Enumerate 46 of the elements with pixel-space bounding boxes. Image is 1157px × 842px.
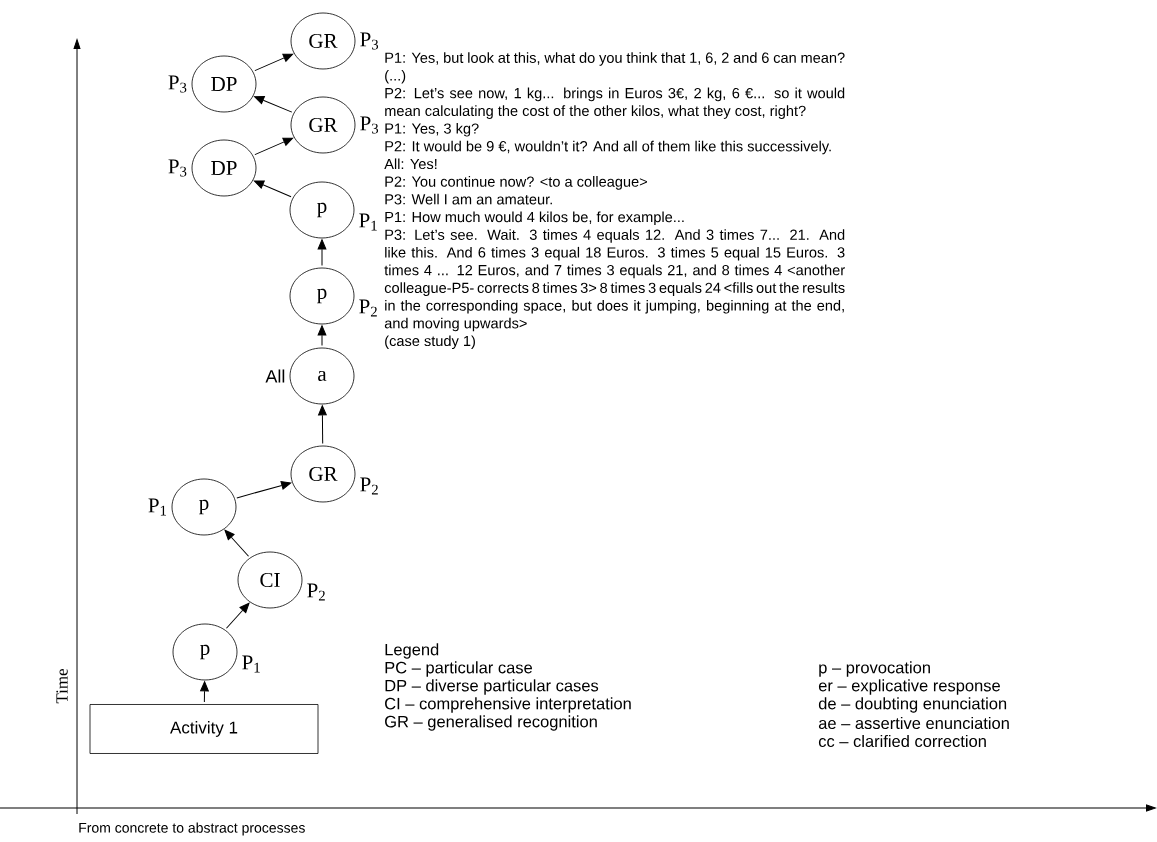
dialogue-line: P2: It would be 9 €, wouldn’t it? And all of them like this successively. xyxy=(385,140,831,155)
legend-heading: Legend xyxy=(385,643,439,659)
participant-label: P$_{3}$ xyxy=(360,116,379,134)
legend-entry: ae – assertive enunciation xyxy=(818,716,1009,730)
dialogue-line: P1: Yes, 3 kg? xyxy=(385,123,479,137)
axis-label: From concrete to abstract processes xyxy=(79,822,305,836)
participant-label: P$_{3}$ xyxy=(360,32,379,50)
participant-label: P$_{3}$ xyxy=(168,159,187,177)
arrow xyxy=(224,529,250,557)
arrow xyxy=(236,481,292,499)
legend-entry: DP – diverse particular cases xyxy=(385,679,599,695)
arrow xyxy=(200,681,209,703)
arrow xyxy=(254,53,294,72)
legend-entry: PC – particular case xyxy=(385,661,532,677)
arrow xyxy=(254,137,294,156)
legend-entry: GR – generalised recognition xyxy=(385,715,597,731)
participant-label: All xyxy=(265,369,285,383)
participant-label: P$_{3}$ xyxy=(168,75,187,93)
participant-label: P$_{1}$ xyxy=(359,213,377,231)
dialogue-line: P3: Well I am an amateur. xyxy=(385,193,552,205)
dialogue-line: P2: Let’s see now, 1 kg... brings in Euros 3€, 2 kg, 6 €... so it would mean calculating the cost of the other kilos, what they cost, right? xyxy=(385,87,845,119)
participant-label: P$_{1}$ xyxy=(148,498,166,516)
arrow xyxy=(317,239,327,267)
arrow xyxy=(317,325,327,347)
participant-label: P$_{2}$ xyxy=(360,477,378,495)
arrow xyxy=(253,180,292,198)
legend-entry: de – doubting enunciation xyxy=(818,697,1007,713)
dialogue-line: (case study 1) xyxy=(385,335,475,349)
dialogue-line: P2: You continue now? <to a colleague> xyxy=(385,176,647,190)
legend-entry: CI – comprehensive interpretation xyxy=(385,697,631,713)
arrow xyxy=(318,405,327,445)
activity-box: Activity 1 xyxy=(89,704,319,754)
dialogue-line: P1: Yes, but look at this, what do you think that 1, 6, 2 and 6 can mean? xyxy=(385,52,845,66)
arrow xyxy=(225,602,250,629)
dialogue-line: P1: How much would 4 kilos be, for example... xyxy=(385,211,684,226)
legend-entry: cc – clarified correction xyxy=(818,734,986,748)
axis-label: Time xyxy=(56,668,68,704)
legend-entry: er – explicative response xyxy=(818,679,1000,695)
participant-label: P$_{2}$ xyxy=(307,583,325,601)
participant-label: P$_{2}$ xyxy=(359,299,377,317)
legend-entry: p – provocation xyxy=(819,661,930,677)
arrow xyxy=(254,96,293,113)
participant-label: P$_{1}$ xyxy=(242,655,260,673)
dialogue-line: P3: Let’s see. Wait. 3 times 4 equals 12. And 3 times 7... 21. And like this. And 6 times 3 equal 18 Euros. 3 times 5 equal 15 Euros. 3 times 4 ... 12 Euros, and 7 times 3 equals 21, and 8 times 4 <another colleague-P5- corrects 8 times 3> 8 times 3 equals 24 <fills out the results in the corresponding space, but does it jumping, beginning at the end, and moving upwards> xyxy=(384,229,845,332)
dialogue-line: All: Yes! xyxy=(384,158,437,170)
dialogue-line: (...) xyxy=(385,69,406,84)
